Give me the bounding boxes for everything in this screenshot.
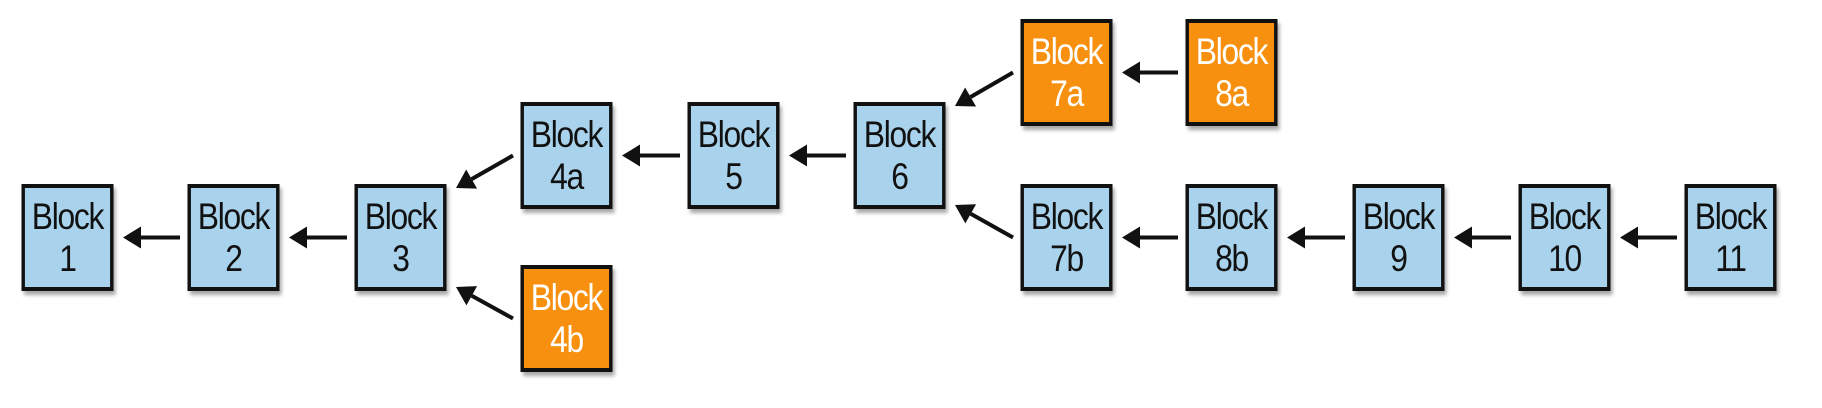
arrow-b4a-to-b3 [456,153,514,189]
block-5-number: 5 [725,155,743,197]
block-7b-word: Block [1030,196,1104,238]
block-4b-word: Block [530,277,604,319]
block-3: Block 3 [354,184,447,291]
block-6-word: Block [863,114,937,156]
block-9-word: Block [1362,196,1436,238]
arrow-b8a-to-b7a [1122,61,1178,84]
block-1-word: Block [31,196,105,238]
block-10: Block 10 [1518,184,1611,291]
block-11-number: 11 [1715,237,1747,279]
block-8b: Block 8b [1185,184,1278,291]
block-5-word: Block [697,114,771,156]
arrow-b2-to-b1 [123,226,180,249]
block-7a: Block 7a [1020,19,1113,126]
block-10-word: Block [1528,196,1602,238]
block-6: Block 6 [853,102,946,209]
block-2-word: Block [197,196,271,238]
block-9: Block 9 [1352,184,1445,291]
arrow-b8b-to-b7b [1122,226,1178,249]
block-11: Block 11 [1684,184,1777,291]
block-11-word: Block [1694,196,1768,238]
block-8a: Block 8a [1185,19,1278,126]
block-7b: Block 7b [1020,184,1113,291]
block-2-number: 2 [225,237,243,279]
block-4b-number: 4b [550,318,584,360]
arrow-b7b-to-b6 [955,204,1014,240]
arrow-b10-to-b9 [1454,226,1511,249]
block-3-word: Block [364,196,438,238]
block-6-number: 6 [891,155,909,197]
arrow-b4b-to-b3 [456,286,514,321]
block-9-number: 9 [1390,237,1408,279]
block-7a-number: 7a [1050,72,1084,114]
arrow-b5-to-b4a [622,144,680,167]
block-4b: Block 4b [520,265,613,372]
arrow-b11-to-b10 [1620,226,1677,249]
block-1: Block 1 [21,184,114,291]
block-3-number: 3 [392,237,410,279]
block-4a: Block 4a [520,102,613,209]
arrow-b7a-to-b6 [955,70,1015,107]
block-4a-number: 4a [550,155,584,197]
block-8a-number: 8a [1215,72,1249,114]
block-8b-word: Block [1195,196,1269,238]
block-4a-word: Block [530,114,604,156]
arrow-b6-to-b5 [789,144,846,167]
arrow-b3-to-b2 [289,226,347,249]
arrow-b9-to-b8b [1287,226,1345,249]
block-8a-word: Block [1195,31,1269,73]
block-5: Block 5 [687,102,780,209]
block-1-number: 1 [59,237,77,279]
block-7a-word: Block [1030,31,1104,73]
block-8b-number: 8b [1215,237,1249,279]
block-10-number: 10 [1548,237,1582,279]
block-7b-number: 7b [1050,237,1084,279]
block-2: Block 2 [187,184,280,291]
